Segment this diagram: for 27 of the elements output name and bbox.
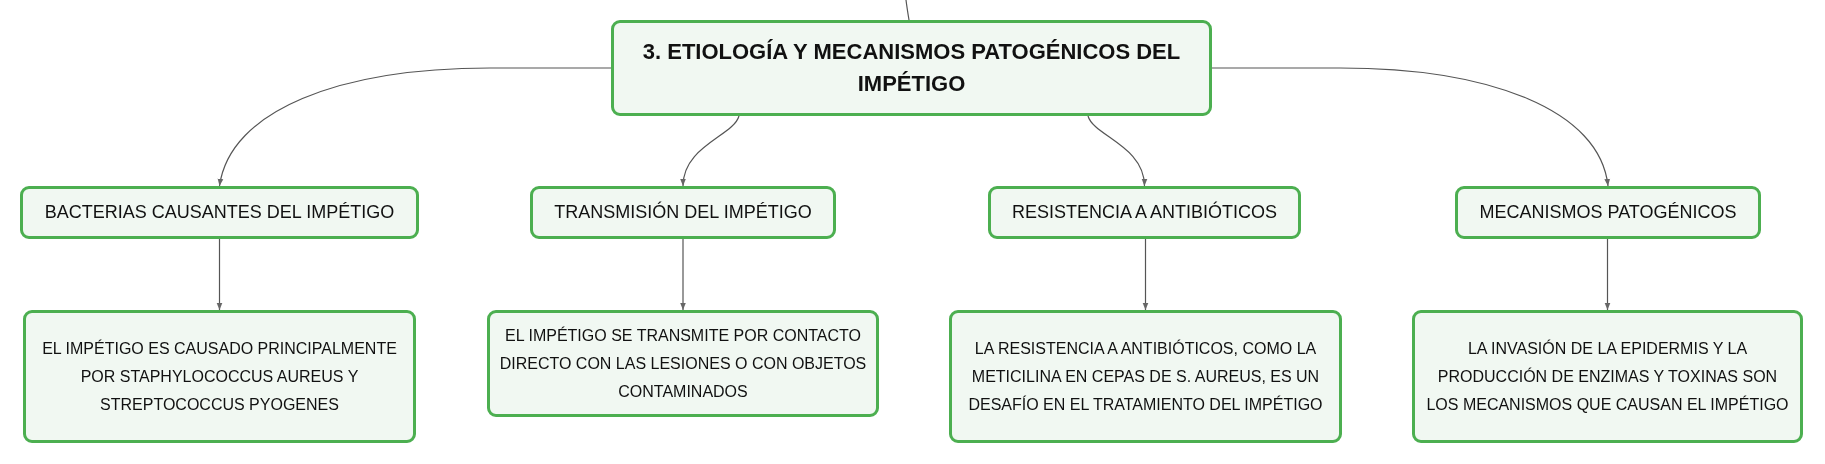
text-box — [487, 310, 879, 417]
connector-arrow — [218, 67, 612, 187]
node-text: EL IMPÉTIGO SE TRANSMITE POR CONTACTO DIRECTO CON LAS LESIONES O CON OBJETOS CONTAMINADOS — [498, 325, 868, 402]
central-topic-box — [611, 20, 1212, 116]
connector-arrow — [216, 238, 223, 311]
topic-box — [988, 186, 1301, 239]
connector-arrow — [1142, 238, 1149, 311]
connector-arrow — [680, 115, 740, 187]
connector-line — [905, 0, 910, 21]
node-text: BACTERIAS CAUSANTES DEL IMPÉTIGO — [44, 201, 395, 224]
connector-arrow — [680, 238, 686, 311]
topic-box — [20, 186, 419, 239]
connector-arrow — [1604, 238, 1611, 311]
node-text: MECANISMOS PATOGÉNICOS — [1479, 201, 1737, 224]
topic-box — [530, 186, 836, 239]
node-text: 3. ETIOLOGÍA Y MECANISMOS PATOGÉNICOS DEL IMPÉTIGO — [641, 38, 1182, 98]
node-text: LA INVASIÓN DE LA EPIDERMIS Y LA PRODUCCIÓN DE ENZIMAS Y TOXINAS SON LOS MECANISMOS QUE CAUSAN EL IMPÉTIGO — [1425, 338, 1790, 415]
text-box — [23, 310, 416, 443]
node-text: TRANSMISIÓN DEL IMPÉTIGO — [554, 200, 812, 224]
node-text: LA RESISTENCIA A ANTIBIÓTICOS, COMO LA METICILINA EN CEPAS DE S. AUREUS, ES UN DESAFÍO EN EL TRATAMIENTO DEL IMPÉTIGO — [967, 338, 1324, 415]
topic-box — [1455, 186, 1761, 239]
connector-arrow — [1087, 115, 1147, 187]
connector-arrow — [1211, 67, 1610, 187]
text-box — [1412, 310, 1803, 443]
node-text: RESISTENCIA A ANTIBIÓTICOS — [1011, 200, 1278, 224]
node-text: EL IMPÉTIGO ES CAUSADO PRINCIPALMENTE POR STAPHYLOCOCCUS AUREUS Y STREPTOCOCCUS PYOGENES — [41, 338, 398, 415]
text-box — [949, 310, 1342, 443]
